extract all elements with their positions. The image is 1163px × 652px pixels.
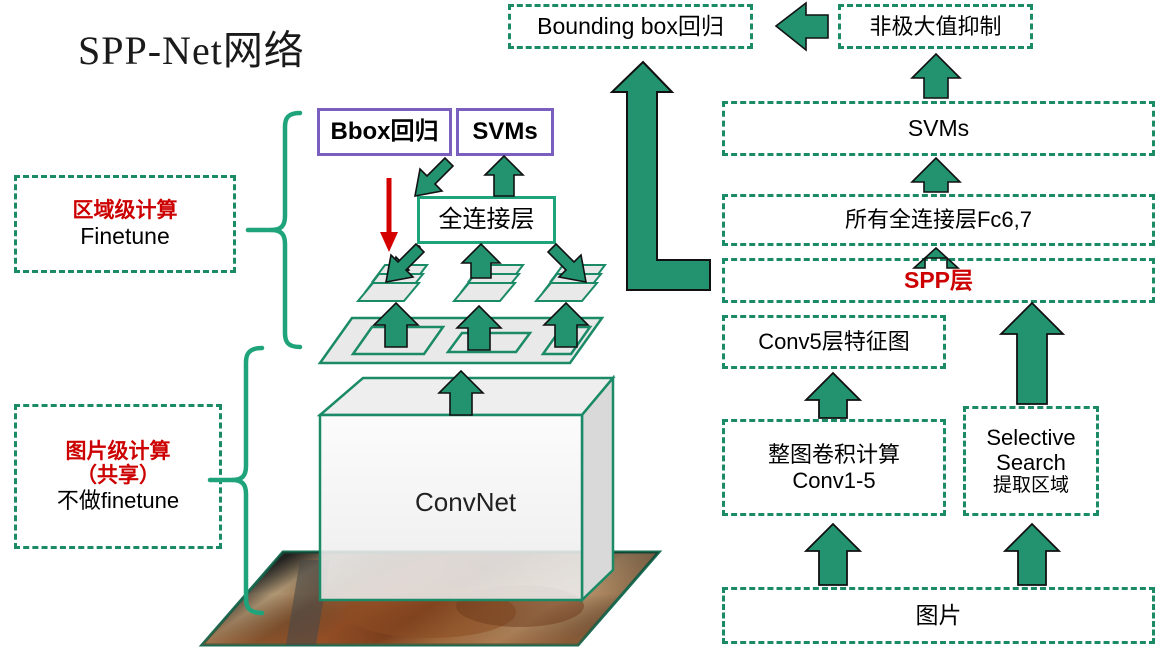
up-arrow-icon-plane-to-pyramid-right bbox=[542, 301, 590, 348]
spp-pyramid-stack-left bbox=[355, 264, 429, 302]
up-arrow-icon-selective-to-spp bbox=[998, 301, 1066, 405]
curly-brace-icon-region-level bbox=[245, 110, 303, 350]
right-spp-layer-label: SPP层 bbox=[903, 267, 974, 294]
up-arrow-icon-plane-to-pyramid-middle bbox=[455, 304, 503, 351]
horse-photo-icon bbox=[198, 550, 663, 647]
svms-box-center[interactable]: SVMs bbox=[456, 108, 554, 156]
spp-pyramid-stack-middle bbox=[451, 264, 525, 302]
diagonal-arrow-icon-right-pyramid-to-fc bbox=[546, 242, 587, 283]
panel-image-level-line3: 不做finetune bbox=[56, 487, 180, 513]
right-selective-search-line3: 提取区域 bbox=[992, 475, 1069, 497]
panel-region-level-line2: Finetune bbox=[80, 222, 170, 249]
right-conv15-box[interactable]: 整图卷积计算 Conv1-5 bbox=[722, 419, 946, 516]
convnet-label: ConvNet bbox=[415, 487, 517, 517]
up-arrow-icon-fc-to-svms bbox=[483, 154, 525, 197]
panel-image-level-line2: （共享） bbox=[76, 463, 160, 487]
feature-map-plane bbox=[317, 316, 605, 365]
left-arrow-icon bbox=[774, 1, 829, 52]
right-selective-search-line1: Selective bbox=[986, 424, 1076, 450]
diagonal-arrow-icon-left-pyramid-to-fc bbox=[385, 242, 426, 283]
nms-box[interactable]: 非极大值抑制 bbox=[838, 4, 1033, 49]
up-arrow-icon-svms-to-nms bbox=[910, 52, 962, 99]
panel-image-level-line1: 图片级计算 bbox=[65, 439, 171, 463]
up-arrow-icon-image-to-selective bbox=[1002, 522, 1062, 586]
right-selective-search-box[interactable]: Selective Search 提取区域 bbox=[963, 406, 1099, 516]
bent-up-arrow-icon bbox=[609, 60, 711, 291]
up-arrow-icon-cube-to-plane bbox=[437, 369, 485, 416]
up-arrow-icon-plane-to-pyramid-left bbox=[372, 301, 420, 348]
fc-layer-box[interactable]: 全连接层 bbox=[417, 196, 556, 244]
up-arrow-icon-conv15-to-conv5map bbox=[803, 371, 863, 419]
bbox-regression-box[interactable]: Bbox回归 bbox=[317, 108, 452, 156]
right-spp-layer-box[interactable]: SPP层 bbox=[722, 258, 1155, 303]
right-fc67-box[interactable]: 所有全连接层Fc6,7 bbox=[722, 194, 1155, 246]
right-svms-box[interactable]: SVMs bbox=[722, 101, 1155, 156]
spp-pyramid-stack-right bbox=[533, 264, 607, 302]
up-arrow-icon-image-to-conv15 bbox=[803, 522, 863, 586]
panel-image-level: 图片级计算 （共享） 不做finetune bbox=[14, 404, 222, 549]
panel-region-level-line1: 区域级计算 bbox=[72, 198, 178, 222]
up-arrow-icon-middle-pyramid-to-fc bbox=[460, 242, 502, 279]
right-conv15-line2: Conv1-5 bbox=[792, 467, 876, 493]
right-selective-search-line2: Search bbox=[996, 450, 1066, 476]
up-arrow-icon-fc67-to-svms bbox=[910, 156, 962, 193]
right-conv5-map-box[interactable]: Conv5层特征图 bbox=[722, 315, 946, 369]
page-title: SPP-Net网络 bbox=[78, 28, 305, 73]
bounding-box-regression-box[interactable]: Bounding box回归 bbox=[508, 4, 753, 49]
red-down-arrow-icon bbox=[380, 178, 398, 252]
right-conv15-line1: 整图卷积计算 bbox=[767, 442, 900, 468]
panel-region-level: 区域级计算 Finetune bbox=[14, 175, 236, 273]
diagonal-arrow-icon-fc-to-bbox bbox=[414, 156, 455, 197]
right-image-box[interactable]: 图片 bbox=[722, 587, 1155, 644]
